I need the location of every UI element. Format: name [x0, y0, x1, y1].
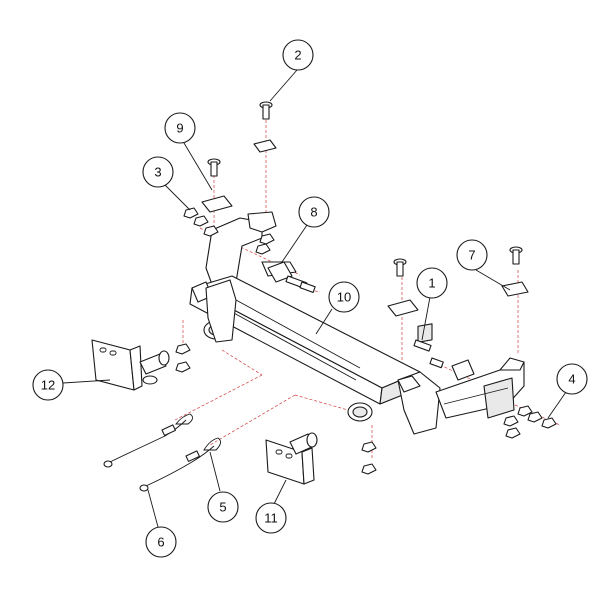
- bolt-2-group: [253, 101, 277, 153]
- bolt-left-group: [387, 258, 419, 317]
- callout-4-label: 4: [568, 372, 575, 387]
- safety-cable-5: [103, 413, 193, 468]
- callout-6-label: 6: [157, 535, 164, 550]
- callout-1-label: 1: [428, 276, 435, 291]
- leader-lines: [62, 69, 567, 528]
- callout-2: 2: [282, 39, 314, 71]
- bolt-1-group: [413, 339, 475, 381]
- callout-6: 6: [145, 526, 177, 558]
- callout-8-label: 8: [310, 205, 317, 220]
- callout-11: 11: [255, 502, 287, 534]
- bracket-12: [91, 339, 170, 391]
- callout-9: 9: [164, 112, 196, 144]
- bracket-11: [265, 432, 318, 485]
- callout-4: 4: [556, 363, 588, 395]
- callout-2-label: 2: [294, 48, 301, 63]
- callout-5-label: 5: [219, 500, 226, 515]
- callout-12: 12: [32, 369, 64, 401]
- callout-8: 8: [298, 196, 330, 228]
- callout-3: 3: [142, 156, 174, 188]
- callout-7-label: 7: [468, 248, 475, 263]
- callout-7: 7: [456, 239, 488, 271]
- callout-3-label: 3: [154, 165, 161, 180]
- hitch-receiver-frame: [189, 211, 525, 435]
- bolt-9-group: [201, 158, 233, 213]
- nuts-3-group: [183, 207, 275, 255]
- callout-10: 10: [328, 281, 360, 313]
- callout-9-label: 9: [176, 121, 183, 136]
- callout-5: 5: [207, 491, 239, 523]
- bolt-8-group: [267, 261, 316, 293]
- callout-10-label: 10: [337, 290, 351, 305]
- callout-12-label: 12: [41, 378, 55, 393]
- callout-11-label: 11: [264, 511, 278, 526]
- bottom-nuts-group: [175, 343, 377, 475]
- bolt-7-group: [501, 246, 529, 297]
- nuts-4-group: [503, 405, 557, 439]
- safety-cable-6: [139, 437, 221, 492]
- callout-1: 1: [416, 267, 448, 299]
